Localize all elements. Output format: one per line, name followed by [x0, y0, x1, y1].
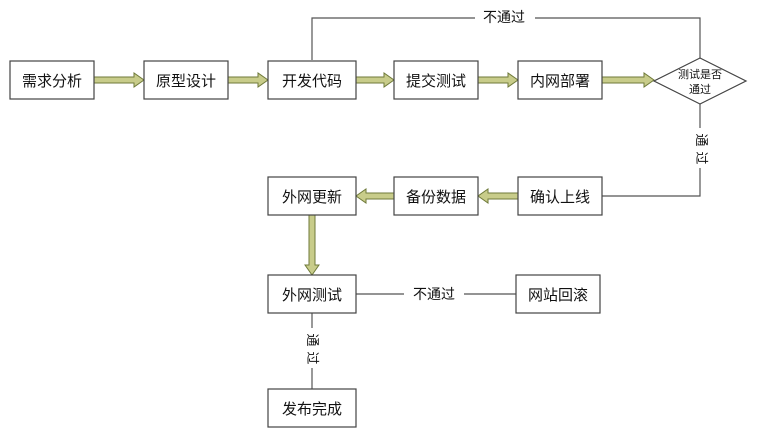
box-requirements	[9, 60, 95, 100]
flow-arrows	[93, 72, 655, 276]
label-pass-left-1: 通	[304, 333, 319, 346]
label-pass-left-2: 过	[304, 351, 319, 364]
node-test-passed-line1: 测试是否	[678, 68, 722, 81]
box-extranet-test	[267, 274, 357, 314]
node-requirements: 需求分析	[22, 72, 82, 90]
label-pass-right-2: 过	[693, 151, 708, 164]
arrow-develop-to-submit	[355, 72, 395, 88]
box-release-done	[267, 388, 357, 428]
label-bg-pass-left	[303, 328, 321, 368]
node-site-rollback: 网站回滚	[528, 286, 588, 304]
label-fail-bottom: 不通过	[413, 287, 455, 303]
line-diamond-to-confirm	[602, 103, 701, 197]
node-intranet-deploy: 内网部署	[530, 72, 590, 90]
node-release-done: 发布完成	[282, 400, 342, 418]
arrow-requirements-to-prototype	[93, 72, 145, 88]
node-submit-test: 提交测试	[406, 72, 466, 90]
node-backup-data: 备份数据	[406, 188, 466, 206]
box-submit-test	[393, 60, 479, 100]
arrow-deploy-to-diamond	[601, 72, 655, 88]
node-develop: 开发代码	[282, 72, 342, 90]
box-intranet-deploy	[517, 60, 603, 100]
label-bg-fail-top	[475, 8, 535, 26]
node-extranet-update: 外网更新	[282, 188, 342, 206]
arrow-prototype-to-develop	[227, 72, 269, 88]
node-confirm-launch: 确认上线	[530, 188, 590, 206]
arrow-backup-to-update	[355, 188, 395, 204]
diamond-test-passed	[652, 57, 748, 105]
label-fail-top: 不通过	[483, 10, 525, 26]
node-test-passed-line2: 通过	[689, 83, 711, 96]
node-prototype: 原型设计	[156, 72, 216, 90]
box-confirm-launch	[517, 176, 603, 216]
arrow-update-to-test	[304, 214, 320, 276]
box-develop	[267, 60, 357, 100]
box-site-rollback	[515, 274, 601, 314]
connector-lines	[311, 17, 701, 389]
node-extranet-test: 外网测试	[282, 286, 342, 304]
arrow-confirm-to-backup	[477, 188, 519, 204]
arrow-submit-to-deploy	[477, 72, 519, 88]
label-pass-right-1: 通	[693, 133, 708, 146]
process-boxes	[9, 57, 748, 428]
label-bg-fail-bottom	[404, 285, 464, 303]
label-bg-pass-right	[692, 128, 710, 168]
box-extranet-update	[267, 176, 357, 216]
box-prototype	[143, 60, 229, 100]
box-backup-data	[393, 176, 479, 216]
